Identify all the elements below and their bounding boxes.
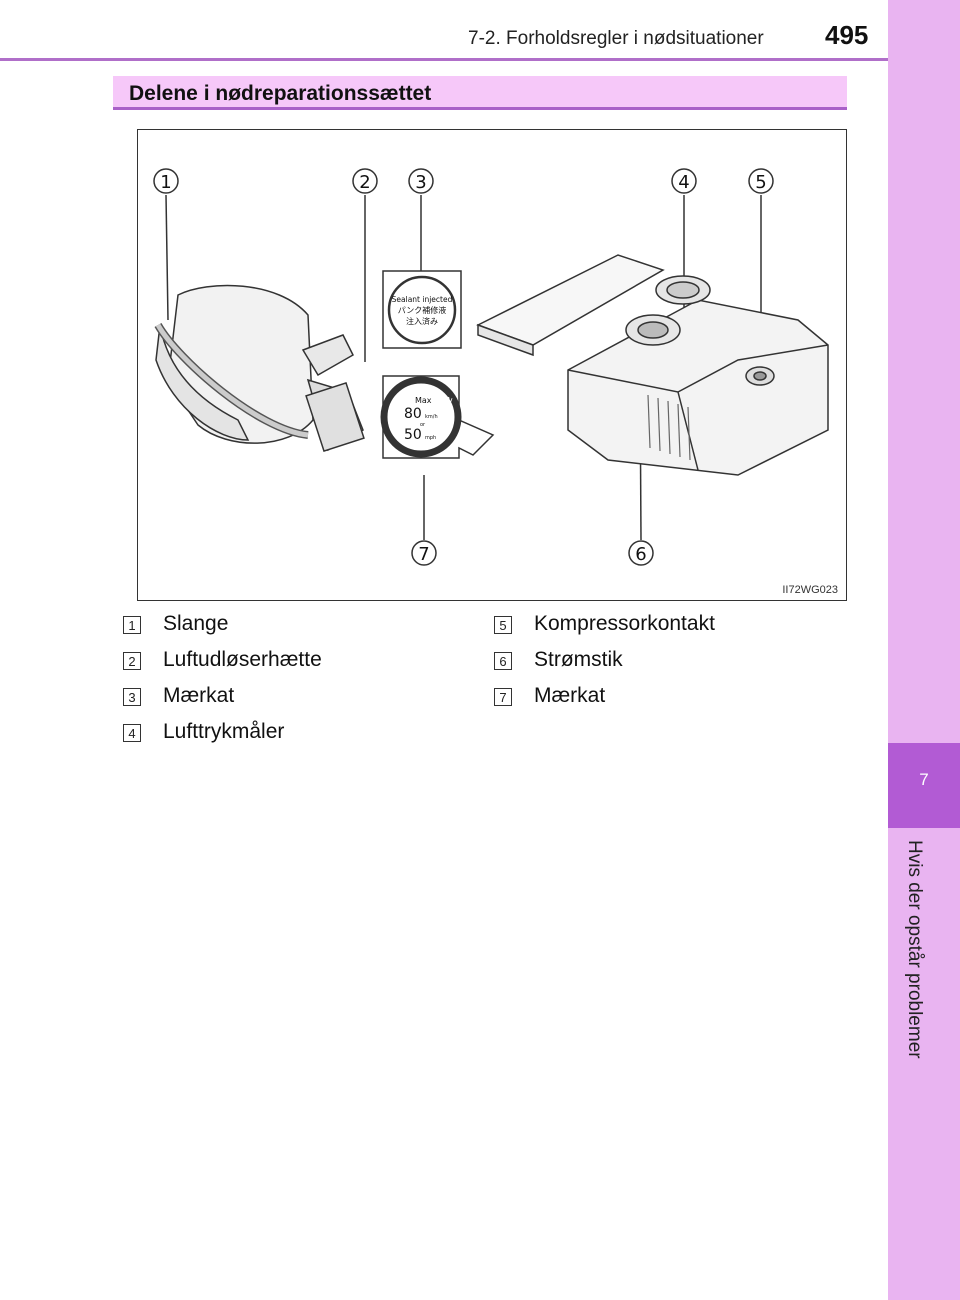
legend-label: Lufttrykmåler — [163, 720, 285, 743]
legend-label: Mærkat — [163, 684, 235, 707]
callout-circle-7 — [411, 540, 437, 566]
legend-label: Kompressorkontakt — [534, 612, 715, 635]
legend-label: Strømstik — [534, 648, 623, 671]
or-text: or — [420, 422, 426, 428]
side-tab-number: 7 — [919, 770, 929, 789]
compressor-icon — [476, 254, 829, 476]
callout-circle-4 — [671, 168, 697, 194]
repair-kit-illustration: Sealant injected パンク補修液 注入済み CAUTION Max… — [153, 168, 829, 566]
callout-circle-2 — [352, 168, 378, 194]
callout-circle-1 — [153, 168, 179, 194]
legend-number: 3 — [123, 688, 141, 706]
repair-kit-figure: Sealant injected パンク補修液 注入済み CAUTION Max… — [137, 129, 847, 601]
callout-7: 7 — [418, 544, 429, 565]
section-title-bar: Delene i nødreparationssættet — [113, 76, 847, 110]
mph-unit: mph — [425, 435, 436, 441]
callout-circle-3 — [408, 168, 434, 194]
callout-circle-6 — [628, 540, 654, 566]
page-number: 495 — [825, 20, 869, 50]
sealant-bottle-icon — [154, 284, 365, 453]
legend-number: 5 — [494, 616, 512, 634]
chapter-heading: 7-2. Forholdsregler i nødsituationer — [468, 28, 764, 49]
legend-number: 2 — [123, 652, 141, 670]
sealant-sticker-line2: パンク補修液 — [398, 305, 446, 315]
sealant-label-sticker: Sealant injected パンク補修液 注入済み — [382, 270, 462, 349]
kmh-value: 80 — [404, 406, 422, 422]
callout-circle-5 — [748, 168, 774, 194]
callout-4: 4 — [678, 172, 689, 193]
side-tab-strip — [888, 0, 960, 1300]
max-text: Max — [415, 396, 432, 405]
header-rule — [0, 58, 888, 61]
legend-number: 6 — [494, 652, 512, 670]
callout-6: 6 — [635, 544, 646, 565]
sealant-sticker-line1: Sealant injected — [392, 295, 453, 304]
callout-1: 1 — [160, 172, 171, 193]
legend-label: Luftudløserhætte — [163, 648, 322, 671]
legend-label: Mærkat — [534, 684, 606, 707]
speed-caution-sticker: CAUTION Max 80 km/h or 50 mph — [380, 375, 495, 459]
legend-number: 1 — [123, 616, 141, 634]
figure-code: II72WG023 — [782, 584, 838, 596]
legend-number: 7 — [494, 688, 512, 706]
legend-label: Slange — [163, 612, 229, 635]
side-tab-active[interactable] — [888, 743, 960, 828]
callouts: 1 2 3 4 5 6 7 — [153, 168, 774, 566]
mph-value: 50 — [404, 427, 422, 443]
sealant-sticker-line3: 注入済み — [406, 316, 438, 326]
callout-3: 3 — [415, 172, 426, 193]
section-title: Delene i nødreparationssættet — [129, 82, 432, 105]
callout-5: 5 — [755, 172, 766, 193]
side-tab-label: Hvis der opstår problemer — [904, 840, 925, 1059]
legend-number: 4 — [123, 724, 141, 742]
kmh-unit: km/h — [425, 414, 438, 420]
callout-2: 2 — [359, 172, 370, 193]
